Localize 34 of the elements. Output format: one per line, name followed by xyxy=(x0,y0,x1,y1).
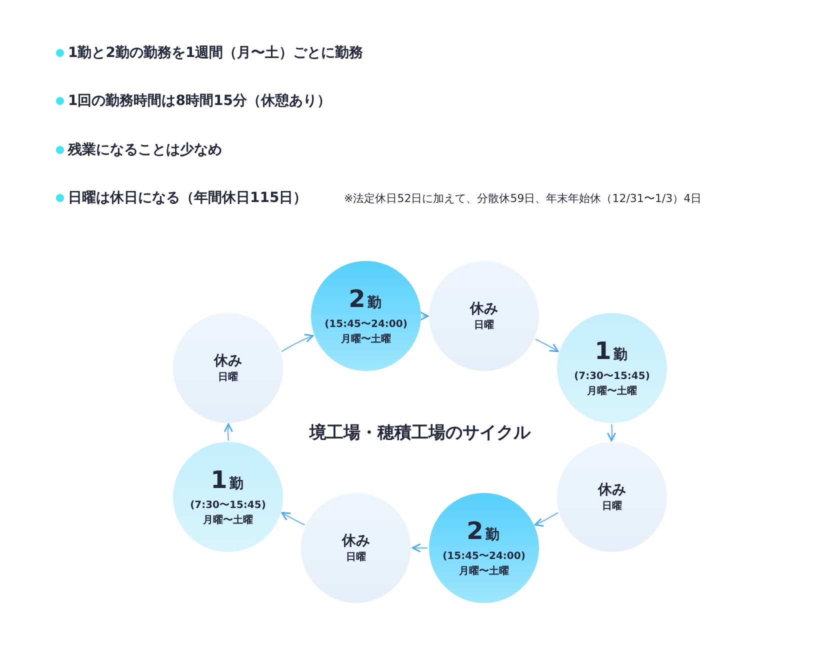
day-range: 月曜〜土曜 xyxy=(459,564,509,579)
arrow xyxy=(224,423,233,441)
day-range: 日曜 xyxy=(474,318,494,332)
time-range: (7:30〜15:45) xyxy=(190,499,266,513)
bullet-text: 1回の勤務時間は8時間15分（休憩あり） xyxy=(68,92,331,110)
arrow xyxy=(535,338,559,352)
day-range: 月曜〜土曜 xyxy=(203,514,253,528)
arrow xyxy=(534,512,558,527)
circle-heading: 2勤 xyxy=(466,517,502,547)
day-range: 日曜 xyxy=(602,500,622,514)
circle-heading: 休み xyxy=(342,532,370,550)
footnote-text: ※法定休日52日に加えて、分散休59日、年末年始休（12/31〜1/3）4日 xyxy=(344,191,702,206)
time-range: (7:30〜15:45) xyxy=(574,370,650,384)
time-range: (15:45〜24:00) xyxy=(324,318,408,332)
day-range: 月曜〜土曜 xyxy=(341,332,391,347)
cycle-title: 境工場・穂積工場のサイクル xyxy=(310,422,530,444)
circle-heading: 1勤 xyxy=(594,337,630,367)
bullet-text: 1勤と2勤の勤務を1週間（月〜土）ごとに勤務 xyxy=(68,44,364,62)
day-range: 日曜 xyxy=(218,370,238,384)
circle-heading: 休み xyxy=(598,480,626,498)
circle-heading: 休み xyxy=(214,352,242,370)
arrow xyxy=(412,543,428,552)
circle-heading: 1勤 xyxy=(210,466,246,496)
day-range: 日曜 xyxy=(346,550,366,564)
arrow xyxy=(420,312,429,321)
time-range: (15:45〜24:00) xyxy=(442,550,526,564)
arrow xyxy=(606,424,616,442)
arrow xyxy=(281,334,314,352)
circle-heading: 休み xyxy=(470,300,498,318)
bullet-text: 日曜は休日になる（年間休日115日） xyxy=(68,189,308,207)
arrow xyxy=(281,512,306,526)
circle-heading: 2勤 xyxy=(348,285,384,315)
day-range: 月曜〜土曜 xyxy=(587,384,637,399)
bullet-text: 残業になることは少なめ xyxy=(68,141,222,159)
